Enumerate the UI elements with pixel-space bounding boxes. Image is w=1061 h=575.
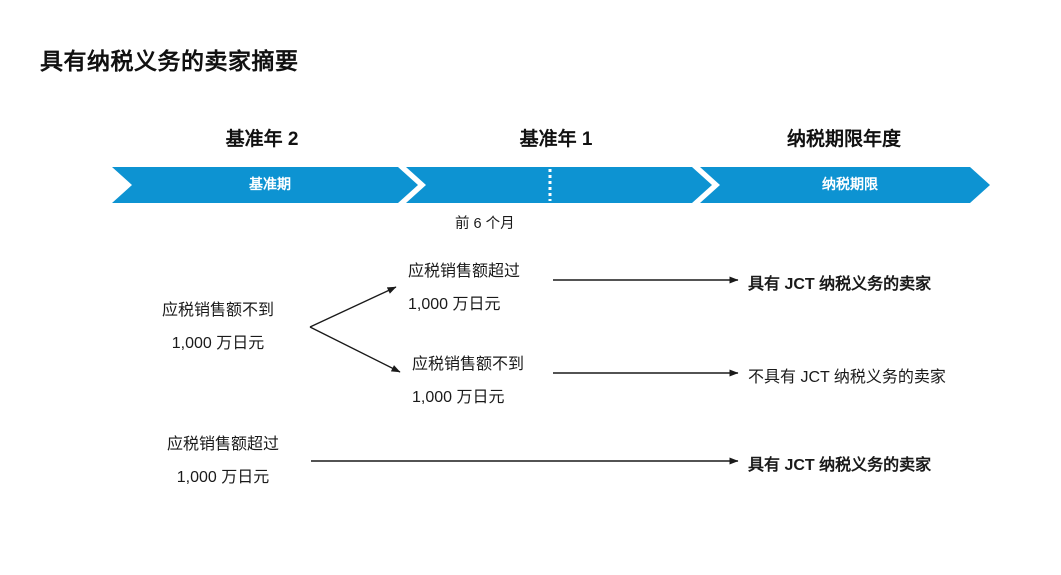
outcome-bottom: 具有 JCT 纳税义务的卖家 [748, 457, 932, 474]
node-branch-high-line1: 应税销售额超过 [408, 263, 521, 280]
node-branch-low-line1: 应税销售额不到 [412, 356, 525, 373]
period-header-base-year-1: 基准年 1 [519, 129, 593, 150]
six-month-caption: 前 6 个月 [455, 216, 515, 232]
chevron-segment-base-year-1 [406, 167, 712, 203]
node-base-high-line2: 1,000 万日元 [176, 469, 270, 486]
outcome-middle: 不具有 JCT 纳税义务的卖家 [748, 369, 946, 386]
period-header-base-year-2: 基准年 2 [225, 129, 299, 150]
node-branch-low-line2: 1,000 万日元 [412, 389, 505, 406]
chevron-segment-base-period [112, 167, 418, 203]
node-base-low: 应税销售额不到 1,000 万日元 [128, 294, 308, 360]
outcome-top: 具有 JCT 纳税义务的卖家 [748, 276, 932, 293]
arrow-branch-up [309, 286, 397, 328]
node-base-high-line1: 应税销售额超过 [166, 436, 279, 453]
node-branch-low: 应税销售额不到 1,000 万日元 [412, 348, 612, 414]
period-header-tax-period-year: 纳税期限年度 [786, 129, 901, 150]
node-base-low-line2: 1,000 万日元 [171, 335, 265, 352]
timeline-chevrons-svg [112, 167, 990, 203]
node-base-low-line1: 应税销售额不到 [161, 302, 274, 319]
arrow-branch-down [309, 326, 401, 373]
chevron-segment-tax-period [700, 167, 990, 203]
timeline-band: 基准期 纳税期限 [0, 166, 1061, 204]
node-branch-high-line2: 1,000 万日元 [408, 296, 501, 313]
node-base-high: 应税销售额超过 1,000 万日元 [128, 428, 318, 494]
node-branch-high: 应税销售额超过 1,000 万日元 [408, 255, 608, 321]
page-title: 具有纳税义务的卖家摘要 [40, 48, 299, 74]
